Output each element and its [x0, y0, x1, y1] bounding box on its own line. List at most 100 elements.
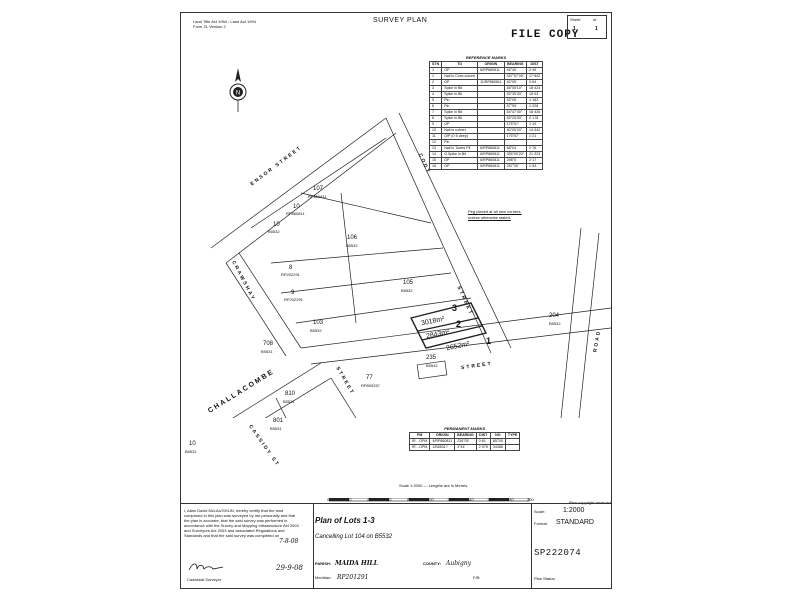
cody-street-edge-a	[385, 117, 492, 354]
permanent-mark-cell: 4/RP860811	[429, 438, 456, 445]
completed-date: 7-8-08	[279, 538, 299, 545]
certificate-line-2: comprised in this plan was surveyed by m…	[184, 513, 296, 518]
crawshay-edge-b	[238, 252, 302, 349]
lot-708-plan: B5531	[261, 349, 273, 354]
lot-107: 107	[313, 186, 324, 192]
svg-text:N: N	[236, 91, 240, 97]
north-arrow-icon: N	[229, 68, 247, 112]
permanent-mark-cell	[504, 444, 521, 451]
lot-103: 103	[313, 320, 324, 326]
lot-204: 204	[549, 313, 560, 319]
plan-meta-box: Scale: 1:2000 Format: STANDARD SP222074 …	[531, 503, 611, 588]
lot-10a: 10	[293, 204, 300, 210]
lot-10b-plan: B5532	[268, 229, 280, 234]
lot-103-plan: B5532	[310, 328, 322, 333]
note-line-1: Peg placed at all new corners,	[468, 209, 522, 214]
scale-tick-label: 120	[447, 497, 454, 502]
permanent-marks-title: PERMANENT MARKS	[444, 426, 486, 431]
plan-description-box: Plan of Lots 1-3 Cancelling Lot 104 on B…	[313, 503, 532, 588]
cadastral-map	[210, 112, 611, 418]
lot-8: 8	[289, 265, 293, 271]
certificate-line-5: and Surveyors Act 2003 and associated Re…	[184, 528, 285, 533]
scale-tick-label: 0	[327, 497, 330, 502]
certificate-line-6: Standards and that the said survey was c…	[184, 533, 280, 538]
act-line-2: Form 21 Version 2	[193, 24, 226, 29]
surveyor-role: Cadastral Surveyor	[187, 577, 222, 582]
sp-number: SP222074	[534, 548, 582, 558]
lot-235: 235	[426, 355, 437, 361]
format-value: STANDARD	[556, 519, 594, 526]
plan-caption-2: Cancelling Lot 104 on B5532	[315, 534, 393, 540]
lot-9-plan: RP202291	[284, 297, 303, 302]
permanent-mark-cell: 34386	[489, 444, 506, 451]
copyright-note: Plan copyright reserved	[569, 500, 612, 505]
lot-10c: 10	[189, 441, 196, 447]
permanent-mark-cell: 1/B5531?	[429, 444, 456, 451]
lot-77-plan: RP893257	[361, 383, 380, 388]
scale-tick-label: 40	[367, 497, 372, 502]
scale-label: Scale:	[534, 509, 546, 514]
note-line-2: unless otherwise stated.	[468, 215, 511, 220]
act-line-1: Land Title Act 1994 ; Land Act 1994	[193, 19, 256, 24]
permanent-mark-cell: 3°44'	[454, 444, 477, 451]
crawshay-edge-a	[225, 262, 287, 357]
permanent-mark-header-cell: BEARING	[454, 432, 477, 439]
lot-1-number: 1	[486, 336, 492, 346]
county-label: COUNTY:	[423, 561, 441, 566]
surveyor-signature	[188, 563, 224, 571]
scale-tick-label: 60	[387, 497, 392, 502]
reference-mark-header-cell: BEARING	[503, 61, 528, 68]
parish-value: MAIDA HILL	[335, 560, 378, 567]
lot-708: 708	[263, 341, 274, 347]
permanent-mark-cell: IR→OPM	[408, 438, 431, 445]
lot-107-plan: RP860811	[308, 194, 327, 199]
lot-10a-plan: RP860811	[286, 211, 305, 216]
certificate-line-3: the plan is accurate, that the said surv…	[184, 518, 288, 523]
reference-mark-cell: 16	[428, 163, 443, 170]
plan-caption-1: Plan of Lots 1-3	[315, 516, 375, 525]
permanent-mark-cell: 2·075	[475, 444, 491, 451]
certificate-line-1: I, Allan David McLAUGHLIN, hereby certif…	[184, 508, 284, 513]
meridian-label: Meridian:	[315, 575, 332, 580]
parish-label: PARISH:	[315, 561, 332, 566]
ensor-street-edge-b	[225, 132, 397, 264]
scale-tick-label: 80	[407, 497, 412, 502]
scale-tick-label: 160	[487, 497, 494, 502]
county-value: Aubigny	[446, 560, 472, 567]
reference-marks-title: REFERENCE MARKS	[465, 55, 507, 60]
file-copy-stamp: FILE COPY	[511, 29, 580, 41]
lot-2-number: 2	[456, 319, 462, 329]
sheet-of-label: of	[593, 17, 597, 22]
lot-10b: 10	[273, 222, 280, 228]
lot-106: 106	[347, 235, 358, 241]
format-label: Format:	[534, 521, 548, 526]
lot-77: 77	[366, 375, 373, 381]
lot-106-plan: B5532	[346, 243, 358, 248]
scale-bar-graphic	[328, 497, 530, 502]
ensor-street-edge-a	[210, 117, 387, 249]
lot-801: 801	[273, 418, 284, 424]
lot-801-plan: B5531	[270, 426, 282, 431]
scale-tick-label: 100	[427, 497, 434, 502]
sheet-total: 1	[595, 26, 598, 32]
survey-plan-title: SURVEY PLAN	[373, 17, 428, 24]
cody-street-edge-b	[398, 112, 512, 349]
sheet-number: 1	[573, 26, 576, 32]
sheet-label: Sheet	[570, 17, 581, 22]
meridian-value: RP201291	[337, 574, 369, 581]
plan-status-label: Plan Status:	[534, 576, 556, 581]
lot-105-plan: B5532	[401, 288, 413, 293]
scale-tick-label: 180	[507, 497, 514, 502]
sheet-box: Sheet of 1 1	[567, 15, 607, 39]
scale-text: Scale 1:2000 — Lengths are in Metres.	[399, 483, 469, 488]
